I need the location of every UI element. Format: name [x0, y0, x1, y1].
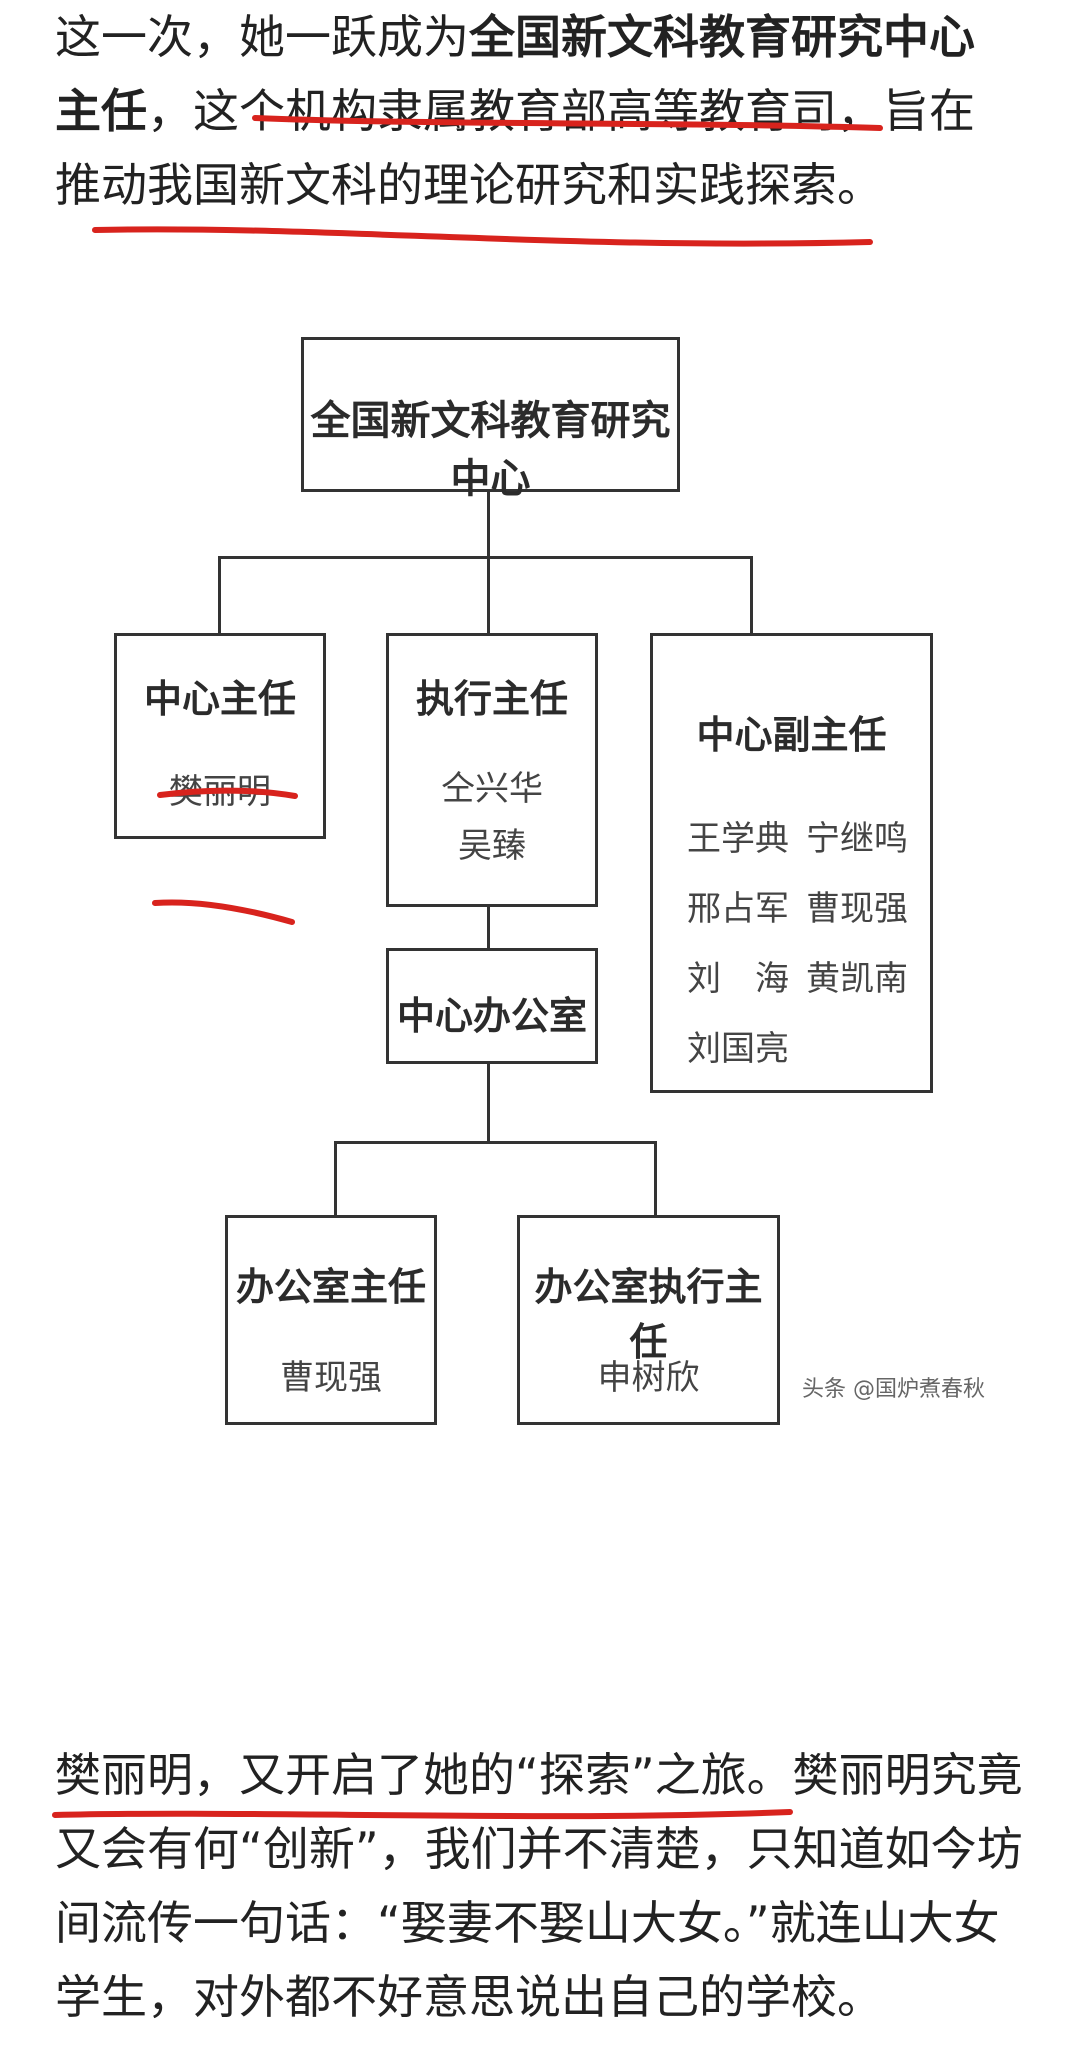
connector-office-down	[487, 1031, 490, 1143]
node-office-exec-name: 申树欣	[597, 1358, 700, 1398]
node-executive: 执行主任 仝兴华 吴臻	[386, 633, 598, 907]
node-office-title: 中心办公室	[396, 994, 587, 1038]
connector-bottom-left	[334, 1141, 337, 1217]
node-office-exec: 办公室执行主任 申树欣	[517, 1215, 780, 1425]
para1-line2-bold: 主任	[55, 84, 147, 138]
node-deputies-col1: 王学典 邢占军 刘 海 刘国亮	[687, 804, 789, 1084]
para2-line1: 樊丽明，又开启了她的“探索”之旅。樊丽明究竟	[55, 1748, 1023, 1802]
deputy-name: 黄凯南	[806, 959, 908, 999]
node-director: 中心主任 樊丽明	[114, 633, 326, 839]
deputy-name: 曹现强	[806, 889, 908, 929]
connector-left	[218, 556, 221, 638]
para2-line2: 又会有何“创新”，我们并不清楚，只知道如今坊	[55, 1822, 1023, 1876]
deputy-name: 刘国亮	[687, 1029, 789, 1069]
node-executive-name-2: 吴臻	[458, 826, 526, 866]
node-office-director-title: 办公室主任	[235, 1265, 426, 1309]
node-deputies-title: 中心副主任	[696, 713, 887, 757]
org-chart: 全国新文科教育研究中心 中心主任 樊丽明 执行主任 仝兴华 吴臻 中心副主任 王…	[50, 295, 1030, 1700]
node-root-title: 全国新文科教育研究中心	[310, 398, 671, 502]
para2-line3: 间流传一句话：“娶妻不娶山大女。”就连山大女	[55, 1896, 1000, 1950]
connector-right	[750, 556, 753, 638]
watermark: 头条 @国炉煮春秋	[802, 1377, 985, 1402]
connector-h-bottom	[334, 1141, 654, 1144]
para1-line1-text: 这一次，她一跃成为	[55, 10, 469, 64]
para1-line1: 这一次，她一跃成为全国新文科教育研究中心	[55, 0, 1035, 74]
node-deputies-col2: 宁继鸣 曹现强 黄凯南	[806, 804, 908, 1014]
node-office-director: 办公室主任 曹现强	[225, 1215, 437, 1425]
connector-bottom-right	[654, 1141, 657, 1217]
para2-line4: 学生，对外都不好意思说出自己的学校。	[55, 1970, 883, 2024]
deputy-name: 王学典	[687, 819, 789, 859]
node-root: 全国新文科教育研究中心	[301, 337, 680, 502]
article-paragraph-1: 这一次，她一跃成为全国新文科教育研究中心 主任，这个机构隶属教育部高等教育司，旨…	[55, 0, 1035, 222]
deputy-name: 宁继鸣	[806, 819, 908, 859]
para1-line1-bold: 全国新文科教育研究中心	[469, 10, 975, 64]
para1-line2-text: ，这个机构隶属教育部高等教育司，旨在	[147, 84, 975, 138]
deputy-name: 刘 海	[687, 959, 789, 999]
node-deputies: 中心副主任 王学典 邢占军 刘 海 刘国亮 宁继鸣 曹现强 黄凯南	[650, 633, 933, 1093]
node-office: 中心办公室	[386, 948, 598, 1064]
node-director-title: 中心主任	[143, 677, 296, 721]
node-office-exec-title: 办公室执行主任	[534, 1265, 763, 1364]
article-paragraph-2: 樊丽明，又开启了她的“探索”之旅。樊丽明究竟 又会有何“创新”，我们并不清楚，只…	[55, 1738, 1035, 2034]
para1-line3: 推动我国新文科的理论研究和实践探索。	[55, 158, 883, 212]
node-executive-title: 执行主任	[415, 677, 568, 721]
node-director-name: 樊丽明	[169, 772, 271, 812]
deputy-name: 邢占军	[687, 889, 789, 929]
connector-mid	[487, 556, 490, 638]
node-office-director-name: 曹现强	[280, 1358, 382, 1398]
connector-h-top	[218, 556, 750, 559]
para1-line2: 主任，这个机构隶属教育部高等教育司，旨在	[55, 74, 1035, 148]
node-executive-name-1: 仝兴华	[441, 769, 543, 809]
